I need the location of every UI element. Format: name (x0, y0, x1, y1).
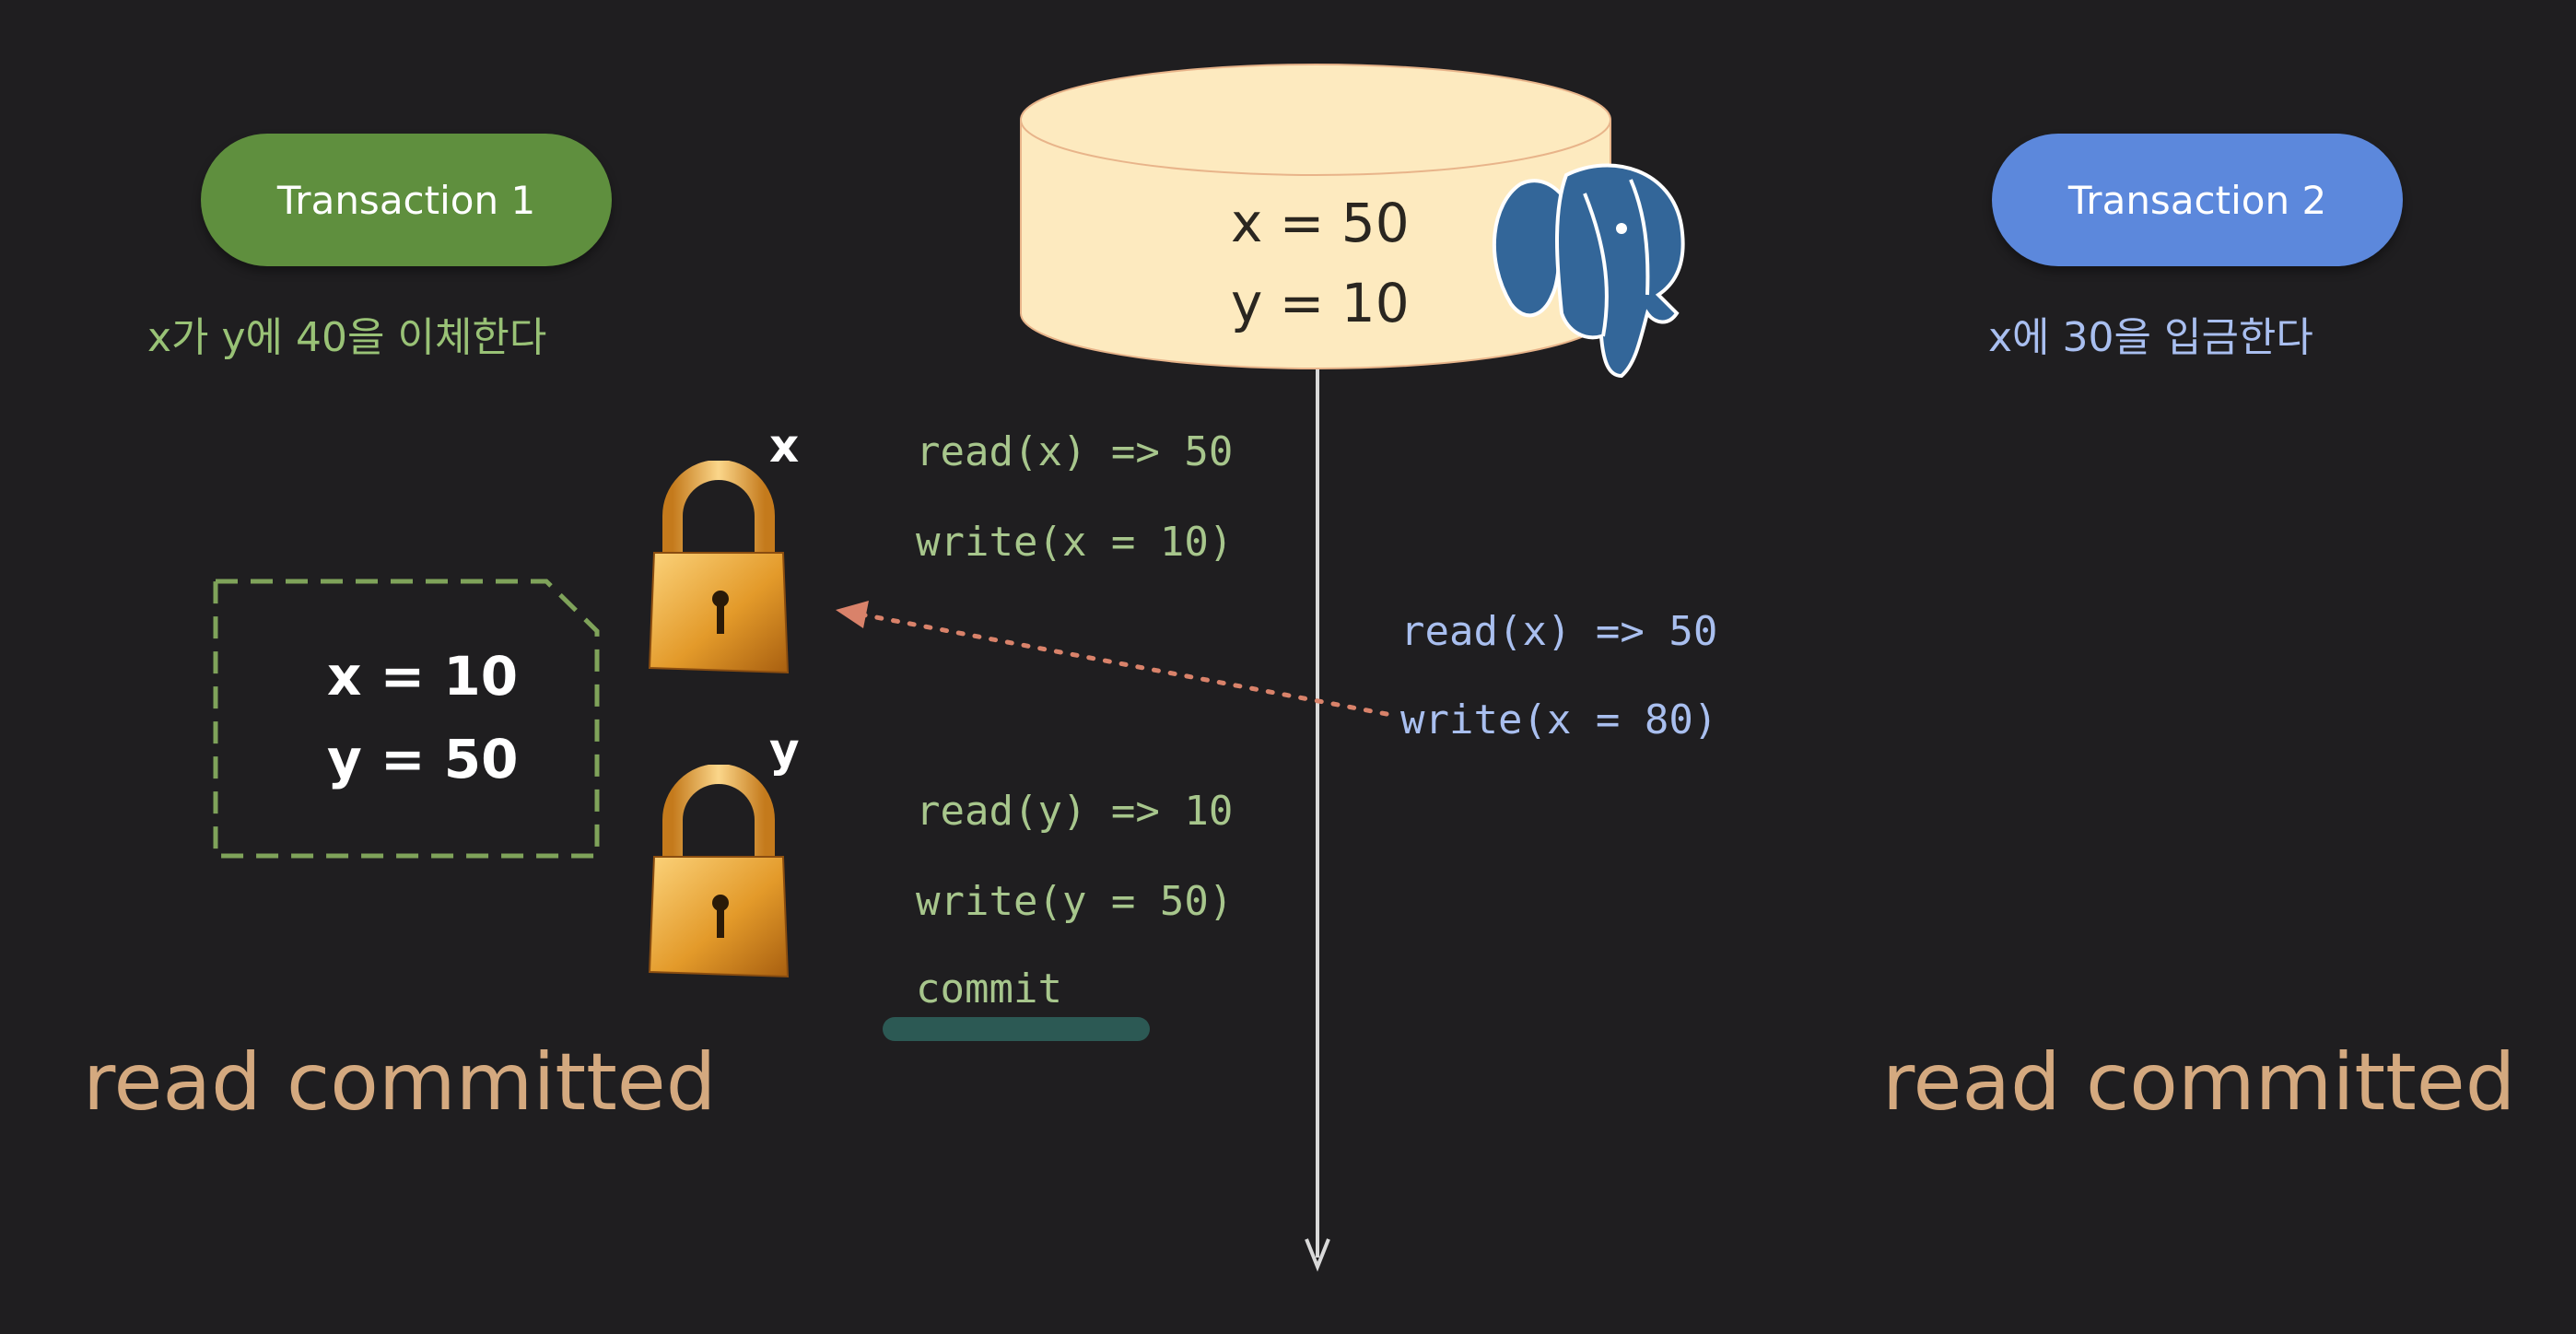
commit-highlight (883, 1017, 1150, 1041)
transaction-1-description: x가 y에 40을 이체한다 (147, 314, 547, 361)
transaction-1-isolation-level: read committed (83, 1036, 717, 1129)
t1-op-write-x: write(x = 10) (916, 519, 1234, 566)
lock-x-label: x (769, 419, 800, 473)
t2-op-read-x: read(x) => 50 (1400, 608, 1718, 655)
snapshot-value-x: x = 10 (327, 645, 519, 708)
t2-op-write-x: write(x = 80) (1400, 696, 1718, 743)
database-cylinder (1020, 64, 1611, 369)
t1-op-read-y: read(y) => 10 (916, 788, 1234, 835)
snapshot-box (213, 579, 600, 859)
lock-wait-arrow (836, 601, 1389, 717)
t1-op-write-y: write(y = 50) (916, 878, 1234, 925)
padlock-icon (648, 765, 790, 978)
postgresql-elephant-icon (1492, 163, 1685, 379)
padlock-icon (648, 461, 790, 674)
db-value-x: x = 50 (1231, 192, 1410, 254)
t1-op-read-x: read(x) => 50 (916, 428, 1234, 475)
transaction-2-pill: Transaction 2 (1992, 134, 2403, 266)
snapshot-value-y: y = 50 (327, 728, 519, 790)
transaction-2-description: x에 30을 입금한다 (1988, 314, 2313, 361)
db-value-y: y = 10 (1231, 272, 1410, 334)
t1-op-commit: commit (916, 965, 1062, 1012)
transaction-1-pill: Transaction 1 (201, 134, 612, 266)
transaction-2-isolation-level: read committed (1882, 1036, 2516, 1129)
timeline-arrow (1305, 359, 1330, 1272)
lock-y-label: y (769, 723, 800, 777)
